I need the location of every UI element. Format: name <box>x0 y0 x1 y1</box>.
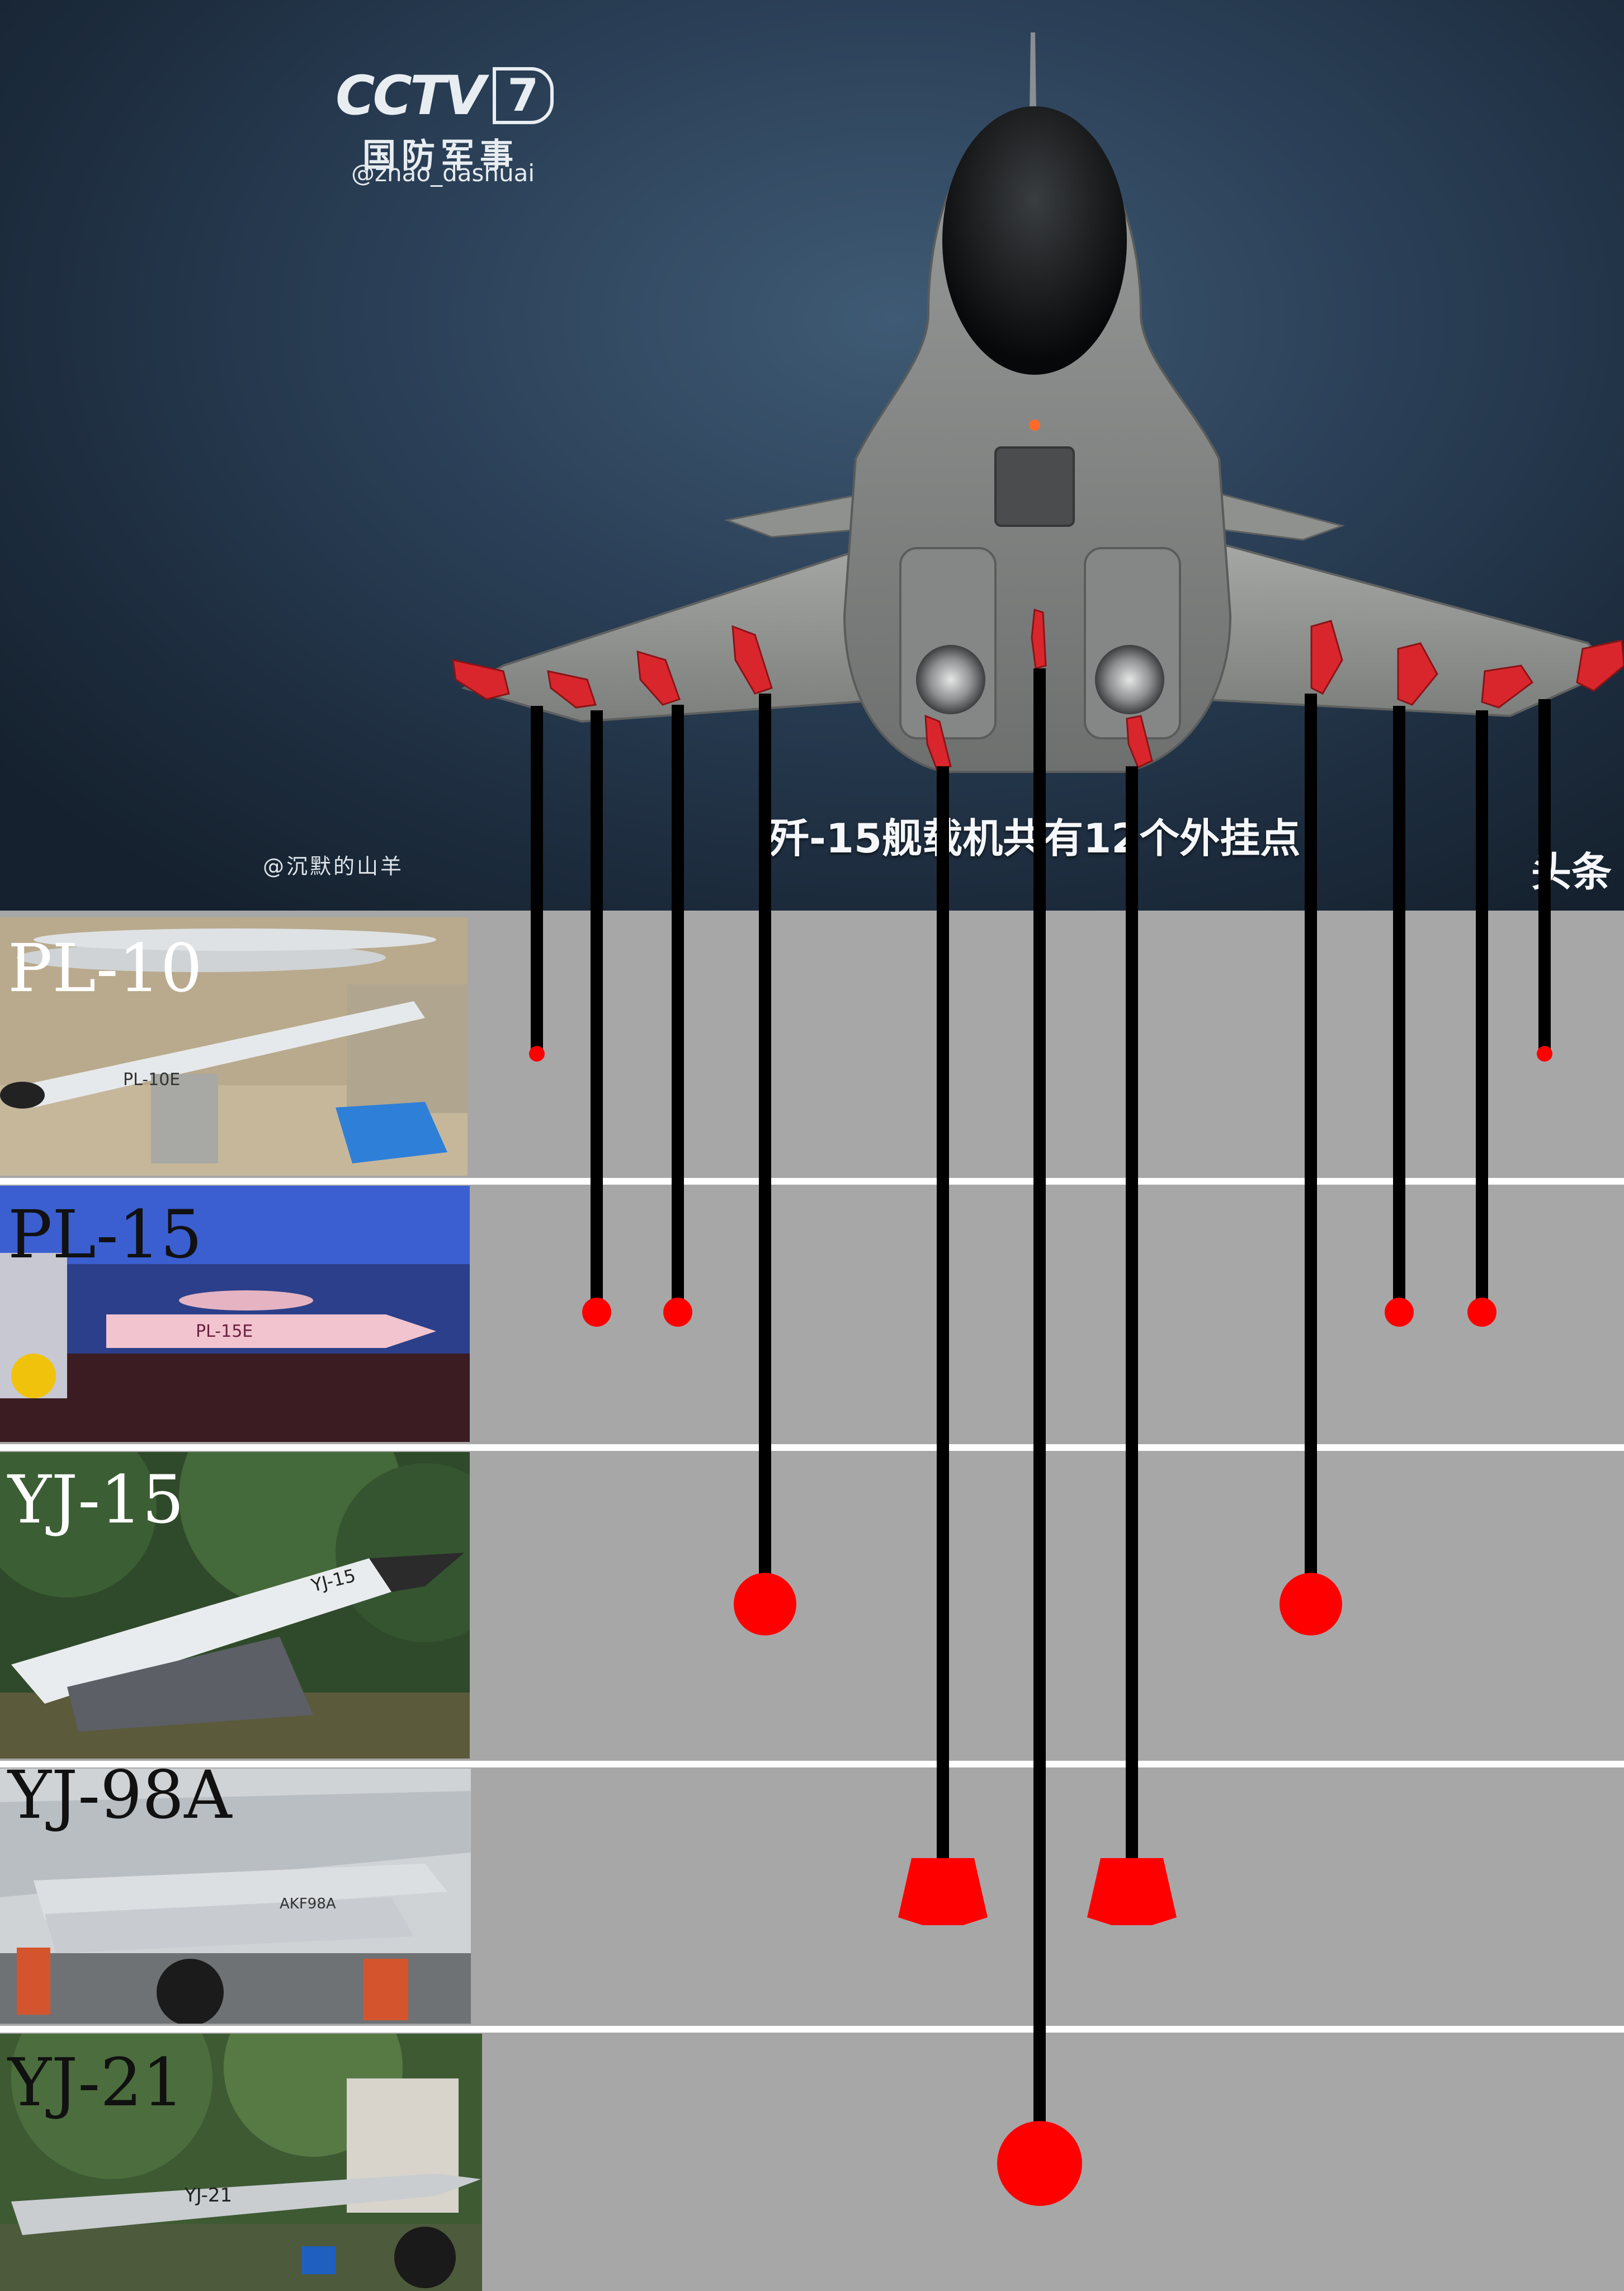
pylon-11 <box>1576 639 1624 692</box>
marker-yj15-left <box>734 1573 796 1635</box>
video-caption: 歼-15舰载机共有12个外挂点 <box>769 815 1301 862</box>
pylon-markers <box>452 608 1624 770</box>
weapon-photo-pl10: PL-10E <box>0 917 468 1176</box>
pitot-probe <box>1030 32 1036 115</box>
weapon-photo-yj21: YJ-21 <box>0 2034 482 2291</box>
logo-channel-number: 7 <box>492 67 554 124</box>
marker-yj98a-right <box>1087 1858 1177 1925</box>
marker-pl10-right <box>1537 1046 1552 1062</box>
uploader-handle: @zhao_dashuai <box>351 159 535 187</box>
logo-letters: CCTV <box>336 64 486 127</box>
yj98a-marking: AKF98A <box>280 1896 336 1912</box>
cropped-side-text: 头条 <box>1531 848 1612 895</box>
logo-channel-name: 国防军事 <box>362 136 519 176</box>
right-wing <box>1173 530 1613 718</box>
weapon-photo-yj98a: AKF98A <box>0 1769 471 2024</box>
pylon-1 <box>452 659 510 700</box>
weapon-label-yj21: YJ-21 <box>8 2044 185 2121</box>
pylon-10 <box>1481 664 1534 709</box>
marker-pl15-1 <box>582 1298 611 1327</box>
weapon-label-yj98a: YJ-98A <box>8 1756 232 1833</box>
right-nozzle <box>1095 645 1164 714</box>
marker-yj15-right <box>1280 1573 1342 1635</box>
left-nozzle <box>916 645 985 714</box>
row-divider <box>0 1178 1624 1185</box>
pl15-marking: PL-15E <box>196 1322 253 1341</box>
row-divider <box>0 1761 1624 1767</box>
pylon-6 <box>1031 608 1047 670</box>
video-frame: CCTV 7 国防军事 @zhao_dashuai @沉默的山羊 歼-15舰载机… <box>0 0 1624 911</box>
pylon-7 <box>1126 715 1153 769</box>
intake-panel <box>994 446 1075 527</box>
row-divider <box>0 2026 1624 2033</box>
pl10-marking: PL-10E <box>123 1070 180 1090</box>
weapon-photo-yj15: YJ-15 <box>0 1452 470 1759</box>
pylon-3 <box>636 650 681 706</box>
weapon-photo-pl15: PL-15E <box>0 1186 470 1442</box>
pylon-2 <box>547 670 597 709</box>
marker-pl15-4 <box>1467 1298 1496 1327</box>
cctv7-logo: CCTV 7 国防军事 <box>336 67 554 177</box>
nose-light <box>1029 419 1040 431</box>
pylon-8 <box>1310 620 1343 695</box>
marker-pl10-left <box>529 1046 545 1062</box>
j15-aircraft-illustration <box>452 32 1624 773</box>
right-canard <box>1212 491 1346 541</box>
weapon-label-pl10: PL-10 <box>8 930 202 1007</box>
weapon-label-yj15: YJ-15 <box>8 1461 185 1538</box>
marker-yj21-center <box>997 2121 1082 2206</box>
pylon-4 <box>731 625 773 695</box>
weapon-label-pl15: PL-15 <box>8 1196 202 1273</box>
nose-radome <box>942 106 1127 375</box>
yj21-marking: YJ-21 <box>184 2184 232 2207</box>
row-divider <box>0 1444 1624 1451</box>
author-credit: @沉默的山羊 <box>263 854 404 879</box>
marker-pl15-2 <box>663 1298 692 1327</box>
marker-yj98a-left <box>898 1858 988 1925</box>
pylon-9 <box>1397 642 1438 706</box>
marker-pl15-3 <box>1385 1298 1414 1327</box>
